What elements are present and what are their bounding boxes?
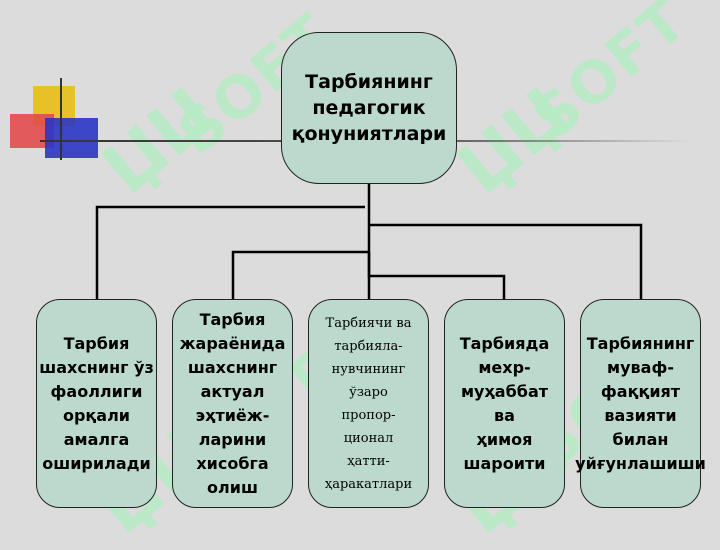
child-node-label: Тарбиячи ва тарбияла- нувчининг ўзаро пр…: [324, 315, 413, 492]
child-node-3: Тарбиячи ва тарбияла- нувчининг ўзаро пр…: [308, 299, 429, 508]
connector-child-1: [95, 205, 365, 299]
decor-vertical-line: [60, 78, 62, 160]
child-node-5: Тарбиянинг муваф- фаққият вазияти билан …: [575, 299, 706, 508]
decor-blue-square: [45, 118, 98, 158]
connector-child-2: [231, 250, 369, 299]
child-node-label: Тарбияда мехр- муҳаббат ва ҳимоя шароити: [459, 333, 550, 473]
child-node-label: Тарбия жараёнида шахснинг актуал эҳтиёж-…: [179, 309, 286, 497]
child-node-1: Тарбия шахснинг ўз фаоллиги орқали амалг…: [36, 299, 157, 508]
child-node-label: Тарбия шахснинг ўз фаоллиги орқали амалг…: [39, 333, 154, 473]
connector-child-5: [369, 223, 643, 299]
child-node-2: Тарбия жараёнида шахснинг актуал эҳтиёж-…: [172, 299, 293, 508]
connector-child-4: [369, 274, 506, 299]
child-node-label: Тарбиянинг муваф- фаққият вазияти билан …: [575, 333, 706, 473]
root-node: Тарбиянинг педагогик қонуниятлари: [281, 32, 457, 184]
root-node-label: Тарбиянинг педагогик қонуниятлари: [291, 71, 447, 145]
child-node-4: Тарбияда мехр- муҳаббат ва ҳимоя шароити: [444, 299, 565, 508]
